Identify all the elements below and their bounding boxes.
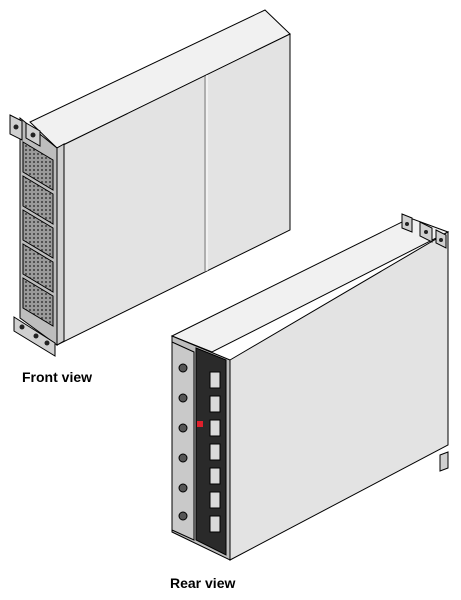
port-connector-icon <box>209 515 221 533</box>
rear-unit-round-connectors <box>178 363 188 521</box>
port-connector-icon <box>178 453 188 463</box>
fan-module-icon <box>22 243 54 293</box>
rear-view-unit <box>170 213 450 561</box>
port-connector-icon <box>178 393 188 403</box>
port-connector-icon <box>178 483 188 493</box>
rear-unit-module-column <box>171 341 195 541</box>
port-connector-icon <box>209 443 221 461</box>
fan-module-icon <box>22 175 54 225</box>
front-unit-fan-column <box>22 141 54 327</box>
port-connector-icon <box>209 371 221 389</box>
front-view-caption: Front view <box>22 369 93 385</box>
status-led-icon <box>197 421 203 427</box>
rear-unit-mounting-ears <box>401 213 449 472</box>
fan-module-icon <box>22 277 54 327</box>
port-connector-icon <box>178 423 188 433</box>
front-unit-side-rail <box>56 143 65 346</box>
front-view-unit <box>9 9 291 357</box>
port-connector-icon <box>209 419 221 437</box>
fan-module-icon <box>22 141 54 191</box>
fan-module-icon <box>22 209 54 259</box>
port-connector-icon <box>178 511 188 521</box>
port-connector-icon <box>178 363 188 373</box>
rear-unit-port-column <box>209 371 221 533</box>
port-connector-icon <box>209 491 221 509</box>
rear-view-caption: Rear view <box>170 575 236 591</box>
port-connector-icon <box>209 395 221 413</box>
port-connector-icon <box>209 467 221 485</box>
front-unit-mounting-ears <box>9 114 56 357</box>
